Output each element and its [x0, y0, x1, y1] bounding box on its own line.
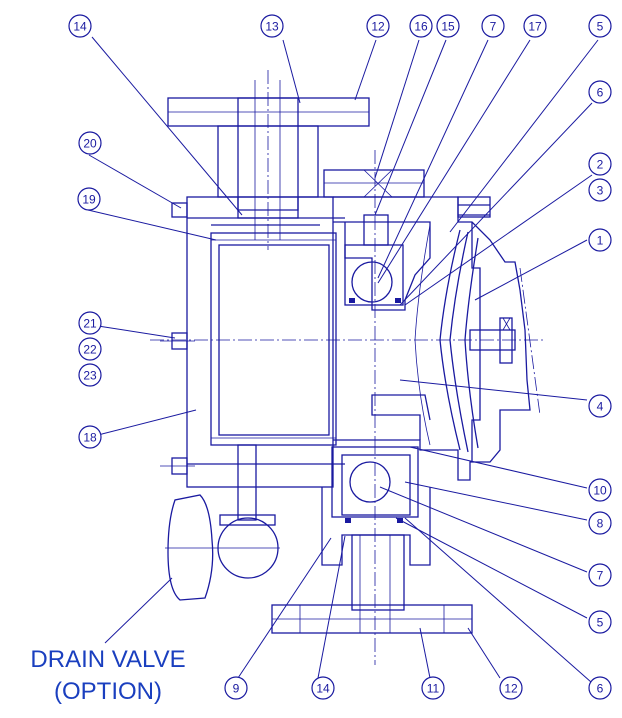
callout-balloon-10: 10 [588, 478, 612, 502]
callout-balloon-14: 14 [311, 676, 335, 700]
callout-balloon-7: 7 [481, 14, 505, 38]
callout-balloon-20: 20 [78, 131, 102, 155]
balloon-number: 8 [597, 517, 604, 531]
balloon-number: 9 [233, 682, 240, 696]
callout-balloon-14: 14 [68, 14, 92, 38]
balloon-number: 12 [371, 20, 385, 34]
balloon-number: 16 [414, 20, 428, 34]
callout-balloon-4: 4 [588, 394, 612, 418]
callout-balloon-8: 8 [588, 511, 612, 535]
balloon-number: 11 [427, 682, 440, 696]
callout-balloon-21: 21 [78, 311, 102, 335]
centerlines [150, 150, 545, 440]
balloon-number: 20 [83, 137, 97, 151]
callout-balloon-6: 6 [588, 80, 612, 104]
balloon-number: 6 [597, 682, 604, 696]
balloon-number: 21 [83, 317, 97, 331]
balloon-number: 14 [316, 682, 330, 696]
top-nozzle [167, 70, 370, 250]
callout-balloon-12: 12 [499, 676, 523, 700]
balloon-number: 3 [597, 184, 604, 198]
balloon-number: 4 [597, 400, 604, 414]
callout-balloon-11: 11 [421, 676, 445, 700]
balloon-number: 18 [83, 431, 97, 445]
leader-lines [87, 36, 599, 683]
callout-balloon-22: 22 [78, 337, 102, 361]
upper-valve-cap [323, 169, 425, 306]
balloon-number: 2 [597, 158, 604, 172]
callout-balloon-5: 5 [588, 610, 612, 634]
balloon-number: 17 [528, 20, 542, 34]
callout-balloon-6: 6 [588, 676, 612, 700]
balloon-number: 7 [490, 20, 497, 34]
balloon-number: 5 [597, 20, 604, 34]
callout-balloon-9: 9 [224, 676, 248, 700]
callout-balloon-12: 12 [366, 14, 390, 38]
left-bolts [160, 202, 195, 475]
balloon-number: 6 [597, 86, 604, 100]
drain-valve [165, 444, 280, 601]
pump-body [186, 196, 531, 488]
balloon-number: 12 [504, 682, 518, 696]
callout-balloon-13: 13 [260, 14, 284, 38]
drain-valve-callout: DRAIN VALVE (OPTION) [30, 646, 185, 705]
balloon-number: 7 [597, 569, 604, 583]
balloon-number: 10 [593, 484, 607, 498]
balloon-number: 13 [265, 20, 279, 34]
callout-balloon-19: 19 [77, 187, 101, 211]
balloon-number: 15 [441, 20, 455, 34]
callout-balloon-1: 1 [588, 228, 612, 252]
callout-balloon-18: 18 [78, 425, 102, 449]
balloon-number: 5 [597, 616, 604, 630]
balloon-number: 19 [82, 193, 96, 207]
balloon-number: 22 [83, 343, 97, 357]
callout-balloon-3: 3 [588, 178, 612, 202]
balloon-number: 14 [73, 20, 87, 34]
bottom-nozzle [271, 535, 473, 634]
balloon-number: 23 [83, 369, 97, 383]
callout-balloon-7: 7 [588, 563, 612, 587]
callout-balloon-17: 17 [523, 14, 547, 38]
callout-balloon-15: 15 [436, 14, 460, 38]
balloon-number: 1 [597, 234, 604, 248]
callout-line-1: DRAIN VALVE [30, 646, 185, 673]
callout-balloon-23: 23 [78, 363, 102, 387]
lower-valve [321, 440, 431, 665]
callout-balloon-5: 5 [588, 14, 612, 38]
callout-balloon-2: 2 [588, 152, 612, 176]
callout-line-2: (OPTION) [54, 678, 162, 705]
callout-balloon-16: 16 [409, 14, 433, 38]
